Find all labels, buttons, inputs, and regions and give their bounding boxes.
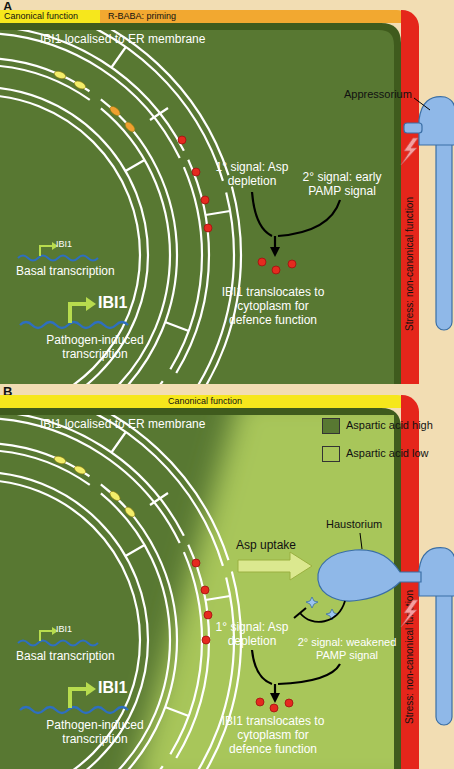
lightning-symbol [401,600,418,627]
ibi1-red-dots [192,559,293,712]
lightning-symbol [401,138,418,165]
annotation-label: 1° signal: Asp depletion [210,620,294,648]
appressorium-shape [404,97,454,330]
haustorium-shape [318,548,454,725]
annotation-label: IBI1 [98,294,127,313]
annotation-label: IBI1 [56,624,72,635]
ibi1-er-protein [53,455,136,519]
band-label: Stress: non-canonical function [404,197,416,331]
stress-band: Stress: non-canonical function [401,395,419,769]
asp-uptake-arrow [238,552,312,580]
merge-arrow [252,192,340,252]
band-label: Canonical function [168,396,242,406]
ibi1-red-dots [178,136,296,274]
annotation-label: IBI1 localised to ER membrane [40,32,205,46]
er-membrane [0,30,241,384]
inhibition-arrow [300,601,345,622]
band-label: Canonical function [4,11,78,21]
er-membrane [0,415,241,769]
leader-line [360,533,362,549]
gene-dna [18,627,128,713]
legend-swatch [322,418,340,434]
panel: BCanonical functionStress: non-canonical… [0,385,454,769]
cell-wall [0,23,401,384]
annotation-label: Pathogen-induced transcription [30,333,160,361]
annotation-label: IBI1 translocates to cytoplasm for defen… [218,285,328,327]
asp-low-region [130,415,394,769]
annotation-label: Basal transcription [16,649,115,663]
annotation-label: Basal transcription [16,264,115,278]
annotation-label: Appressorium [344,88,412,101]
effector-symbol [306,597,338,620]
annotation-label: IBI1 [98,679,127,698]
legend-text: Aspartic acid low [346,447,429,459]
annotation-label: Pathogen-induced transcription [30,718,160,746]
inhibition-bar [294,608,306,618]
annotation-label: 2° signal: early PAMP signal [292,170,392,198]
annotation-label: Haustorium [326,518,382,531]
annotation-label: 2° signal: weakened PAMP signal [292,636,402,662]
annotation-label: IBI1 localised to ER membrane [40,417,205,431]
band-label: Stress: non-canonical function [404,590,416,724]
annotation-label: Asp uptake [236,538,296,552]
band-label: R-BABA: priming [108,11,176,21]
merge-arrow [252,650,340,698]
canonical-band: Canonical function [0,10,100,23]
leader-line [414,98,430,110]
legend-text: Aspartic acid high [346,419,433,431]
annotation-label: 1° signal: Asp depletion [210,160,294,188]
panel: ACanonical functionR-BABA: primingStress… [0,0,454,384]
annotation-label: IBI1 translocates to cytoplasm for defen… [218,714,328,756]
canonical-band: Canonical function [0,395,410,408]
stress-band: Stress: non-canonical function [401,10,419,384]
legend-swatch [322,446,340,462]
gene-dna [18,242,128,328]
priming-band: R-BABA: priming [100,10,410,23]
annotation-label: IBI1 [56,239,72,250]
ibi1-er-protein [53,70,136,134]
